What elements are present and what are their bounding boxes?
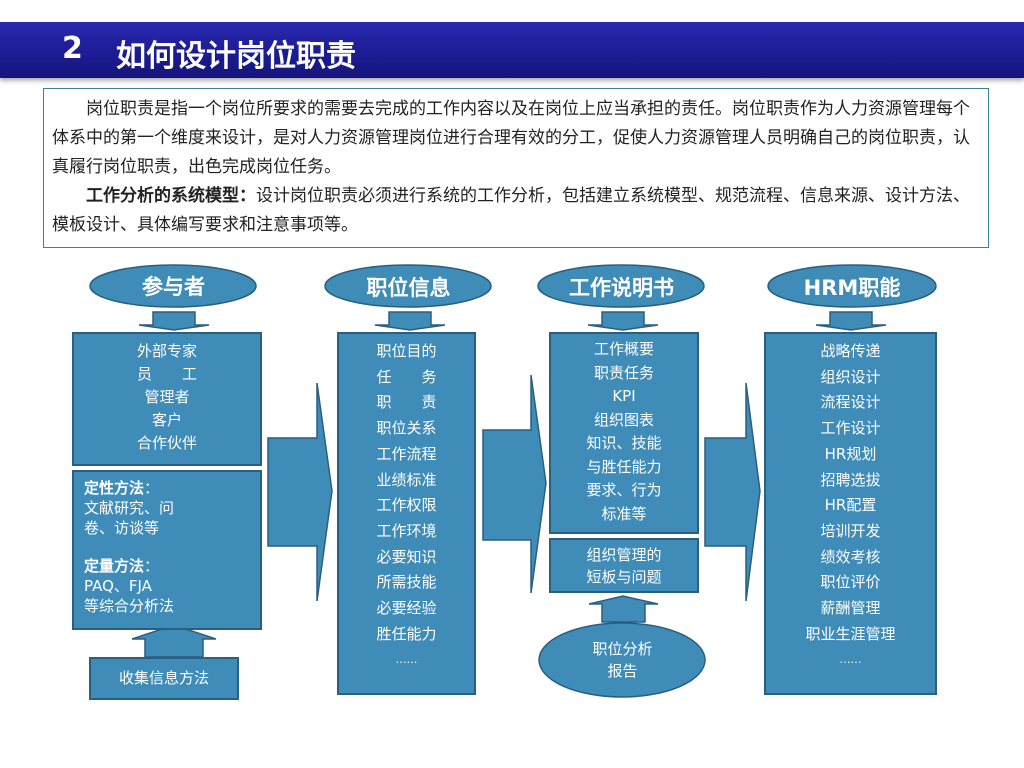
- intro-paragraph-2: 工作分析的系统模型：设计岗位职责必须进行系统的工作分析，包括建立系统模型、规范流…: [52, 182, 982, 240]
- intro-paragraph: 岗位职责是指一个岗位所要求的需要去完成的工作内容以及在岗位上应当承担的责任。岗位…: [52, 99, 970, 177]
- model-label: 工作分析的系统模型：: [86, 186, 256, 206]
- right-arrow-icon: [704, 382, 761, 602]
- qualitative-label: 定性方法: [84, 479, 145, 497]
- quantitative-text-2: 等综合分析法: [84, 597, 175, 615]
- list-item: 合作伙伴: [136, 434, 197, 452]
- list-item: 组织图表: [593, 410, 654, 429]
- list-item: 客户: [151, 411, 182, 429]
- list-item: 工作流程: [376, 444, 437, 463]
- list-item: 胜任能力: [376, 624, 437, 643]
- list-item: 薪酬管理: [820, 599, 881, 618]
- list-item: 工作概要: [593, 340, 654, 358]
- list-item: 短板与问题: [586, 568, 662, 586]
- list-item: 培训开发: [820, 521, 881, 540]
- list-item: 工作环境: [376, 521, 437, 540]
- up-arrow-icon: [588, 595, 659, 623]
- list-item: 外部专家: [136, 342, 197, 360]
- report-line: 报告: [607, 662, 638, 680]
- ellipse-report: [538, 622, 706, 698]
- list-item: 工作设计: [820, 419, 881, 438]
- list-item: ……: [839, 653, 862, 667]
- list-item: 员 工: [136, 365, 197, 383]
- position-info-box: 职位目的 任 务 职 责 职位关系 工作流程 业绩标准 工作权限 工作环境 必要…: [337, 332, 476, 695]
- quantitative-text: PAQ、FJA: [84, 577, 152, 595]
- section-number: 2: [62, 31, 83, 66]
- list-item: 职责任务: [593, 363, 654, 382]
- title-bar: 2 如何设计岗位职责: [0, 22, 1024, 78]
- list-item: 工作权限: [376, 496, 437, 515]
- hrm-title: HRM职能: [803, 276, 901, 300]
- participants-title: 参与者: [142, 275, 205, 299]
- collect-methods-label: 收集信息方法: [118, 669, 209, 687]
- down-arrow-icon: [374, 311, 446, 331]
- collect-methods-box: 收集信息方法: [89, 657, 239, 700]
- list-item: 所需技能: [376, 573, 437, 592]
- list-item: 组织设计: [820, 367, 881, 386]
- list-item: 必要知识: [376, 547, 437, 566]
- list-item: KPI: [612, 387, 636, 405]
- list-item: HR规划: [824, 444, 877, 463]
- list-item: 职位目的: [376, 342, 437, 360]
- down-arrow-icon: [138, 311, 210, 331]
- report-line: 职位分析: [592, 640, 653, 658]
- qualitative-text: 文献研究、问卷、访谈等: [84, 499, 175, 537]
- right-arrow-icon: [267, 382, 333, 602]
- list-item: 必要经验: [376, 599, 437, 618]
- methods-box: 定性方法： 文献研究、问卷、访谈等 定量方法： PAQ、FJA 等综合分析法: [72, 470, 262, 630]
- list-item: 绩效考核: [820, 547, 881, 566]
- up-arrow-icon: [131, 624, 217, 658]
- list-item: HR配置: [824, 496, 877, 515]
- ellipse-participants: [89, 264, 257, 308]
- ellipse-position-info: [324, 264, 492, 308]
- page-title: 如何设计岗位职责: [116, 39, 356, 74]
- list-item: 职位关系: [376, 419, 437, 438]
- job-description-box: 工作概要 职责任务 KPI 组织图表 知识、技能 与胜任能力 要求、行为 标准等: [549, 332, 699, 534]
- list-item: 任 务: [376, 367, 437, 386]
- model-text: 设计岗位职责必须进行系统的工作分析，包括建立系统模型、规范流程、信息来源、设计方…: [52, 186, 970, 235]
- down-arrow-icon: [587, 311, 659, 331]
- list-item: 知识、技能: [586, 434, 662, 452]
- list-item: 与胜任能力: [586, 457, 662, 476]
- list-item: 招聘选拔: [820, 470, 881, 489]
- intro-textbox: 岗位职责是指一个岗位所要求的需要去完成的工作内容以及在岗位上应当承担的责任。岗位…: [43, 88, 989, 248]
- ellipse-hrm: [767, 264, 937, 308]
- quantitative-label: 定量方法: [84, 557, 145, 575]
- list-item: 职 责: [376, 393, 437, 412]
- ellipse-job-description: [537, 264, 705, 308]
- down-arrow-icon: [815, 311, 887, 331]
- list-item: 标准等: [601, 504, 647, 523]
- list-item: ……: [395, 653, 418, 667]
- participants-box: 外部专家 员 工 管理者 客户 合作伙伴: [72, 332, 262, 466]
- list-item: 流程设计: [820, 393, 881, 412]
- hrm-box: 战略传递 组织设计 流程设计 工作设计 HR规划 招聘选拔 HR配置 培训开发 …: [764, 332, 937, 695]
- report-label: 职位分析 报告: [539, 638, 706, 682]
- list-item: 要求、行为: [586, 481, 662, 499]
- right-arrow-icon: [482, 374, 547, 594]
- job-description-title: 工作说明书: [569, 276, 674, 300]
- list-item: 管理者: [144, 388, 190, 406]
- list-item: 职位评价: [820, 573, 881, 592]
- list-item: 战略传递: [820, 342, 881, 360]
- list-item: 业绩标准: [376, 470, 437, 489]
- list-item: 组织管理的: [586, 546, 662, 564]
- problems-box: 组织管理的 短板与问题: [549, 538, 699, 593]
- list-item: 职业生涯管理: [805, 624, 896, 643]
- position-info-title: 职位信息: [366, 276, 451, 300]
